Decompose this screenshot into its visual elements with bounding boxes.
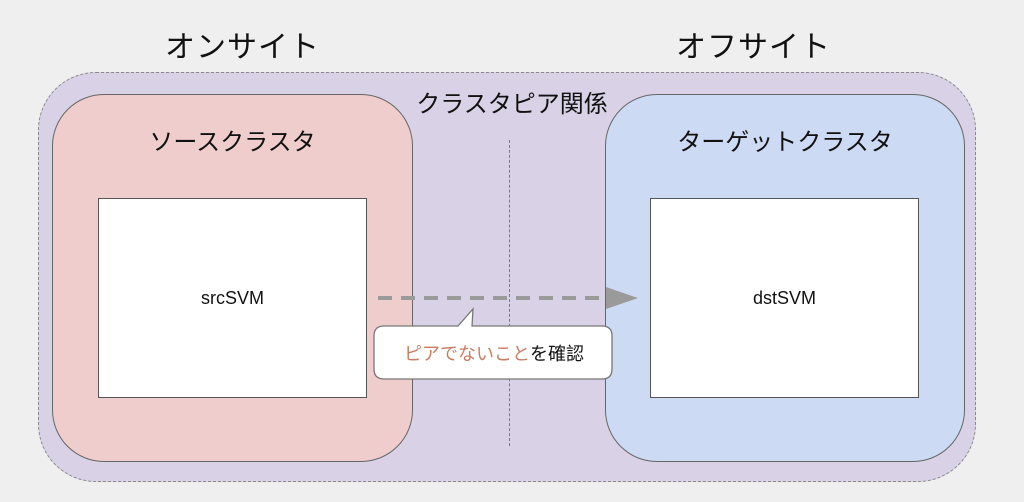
callout-rest: を確認 [530,344,584,365]
onsite-label: オンサイト [165,30,320,65]
src-svm-label: srcSVM [201,287,264,308]
dst-svm-box: dstSVM [650,198,919,398]
callout-text: ピアでないことを確認 [376,340,612,366]
site-divider [509,140,510,446]
callout-highlight: ピアでないこと [404,344,530,365]
source-cluster-label: ソースクラスタ [149,128,316,156]
dst-svm-label: dstSVM [752,287,817,308]
src-svm-box: srcSVM [98,198,367,398]
cluster-peer-label: クラスタピア関係 [416,90,608,118]
target-cluster-label: ターゲットクラスタ [677,128,893,156]
offsite-label: オフサイト [676,30,831,65]
